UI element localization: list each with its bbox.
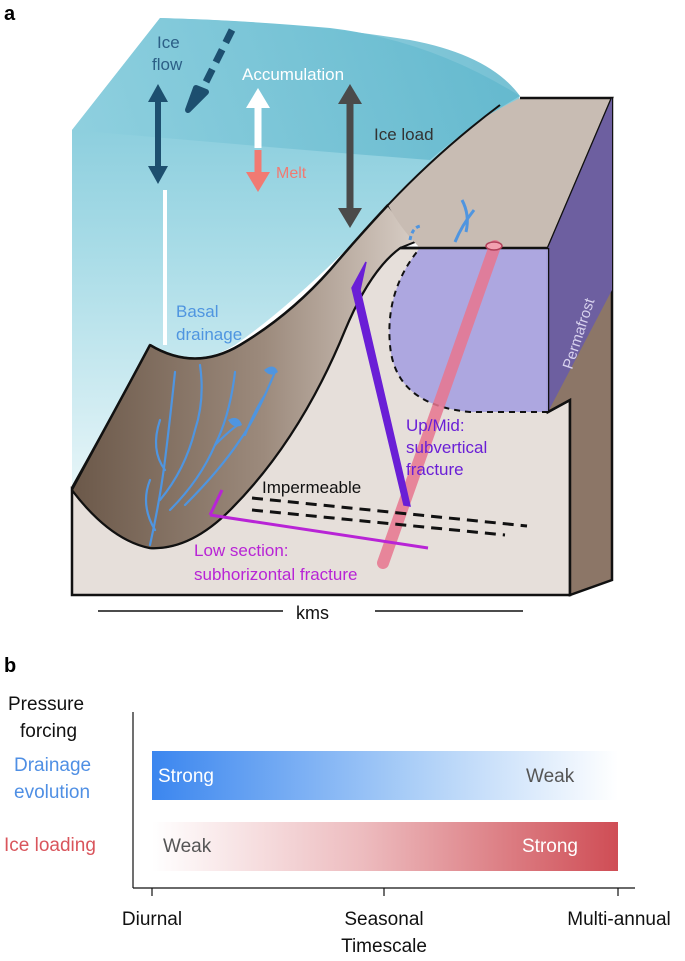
ice-outline <box>149 204 389 360</box>
basal-drainage-label-1: Basal <box>176 302 219 321</box>
ice-flow-vertical-arrow <box>148 84 168 184</box>
impermeable-label: Impermeable <box>262 478 361 497</box>
fluid-conduit <box>377 240 501 569</box>
x-tick-label-multi-annual: Multi-annual <box>567 909 671 930</box>
ice-loading-bar <box>152 822 618 871</box>
ice-loading-label: Ice loading <box>4 835 96 856</box>
ice-bar-left: Weak <box>163 836 212 857</box>
upper-rock-slope <box>388 98 612 248</box>
drainage-channels <box>144 363 277 547</box>
drainage-bar-right: Weak <box>526 766 575 787</box>
panel-b-label: b <box>4 655 16 677</box>
x-tick-label-diurnal: Diurnal <box>122 909 182 930</box>
drainage-evolution-label-2: evolution <box>14 782 90 803</box>
x-tick-label-seasonal: Seasonal <box>344 909 423 930</box>
up-mid-label-2: subvertical <box>406 438 487 457</box>
melt-label: Melt <box>276 165 307 182</box>
melt-arrow <box>246 150 270 192</box>
basal-drainage-label-2: drainage <box>176 325 242 344</box>
x-axis-title: Timescale <box>341 936 427 957</box>
accumulation-arrow <box>246 88 270 148</box>
ice-bar-right: Strong <box>522 836 578 857</box>
ice-flow-arrow <box>194 28 236 100</box>
pressure-forcing-label-1: Pressure <box>8 694 84 715</box>
glacier-top-surface <box>72 18 520 160</box>
permafrost-side <box>548 98 612 412</box>
panel-a-label: a <box>4 3 16 25</box>
ice-load-arrow <box>338 84 362 228</box>
accumulation-label: Accumulation <box>242 65 344 84</box>
pressure-forcing-label-2: forcing <box>20 721 77 742</box>
low-section-label-2: subhorizontal fracture <box>194 565 357 584</box>
impermeable-layer <box>251 496 528 537</box>
permafrost-boundary <box>388 247 548 413</box>
scale-label: kms <box>296 603 329 623</box>
drainage-evolution-label-1: Drainage <box>14 755 91 776</box>
ice-flow-label-2: flow <box>152 55 183 74</box>
subhorizontal-fracture <box>208 489 429 550</box>
surface-drain-icon <box>408 199 476 243</box>
ice-flow-label-1: Ice <box>157 33 180 52</box>
drainage-evolution-bar <box>152 751 618 800</box>
ice-load-label: Ice load <box>374 125 434 144</box>
up-mid-label-3: fracture <box>406 460 464 479</box>
drainage-bar-left: Strong <box>158 766 214 787</box>
up-mid-label-1: Up/Mid: <box>406 416 465 435</box>
subvertical-fracture <box>351 261 411 507</box>
low-section-label-1: Low section: <box>194 541 289 560</box>
